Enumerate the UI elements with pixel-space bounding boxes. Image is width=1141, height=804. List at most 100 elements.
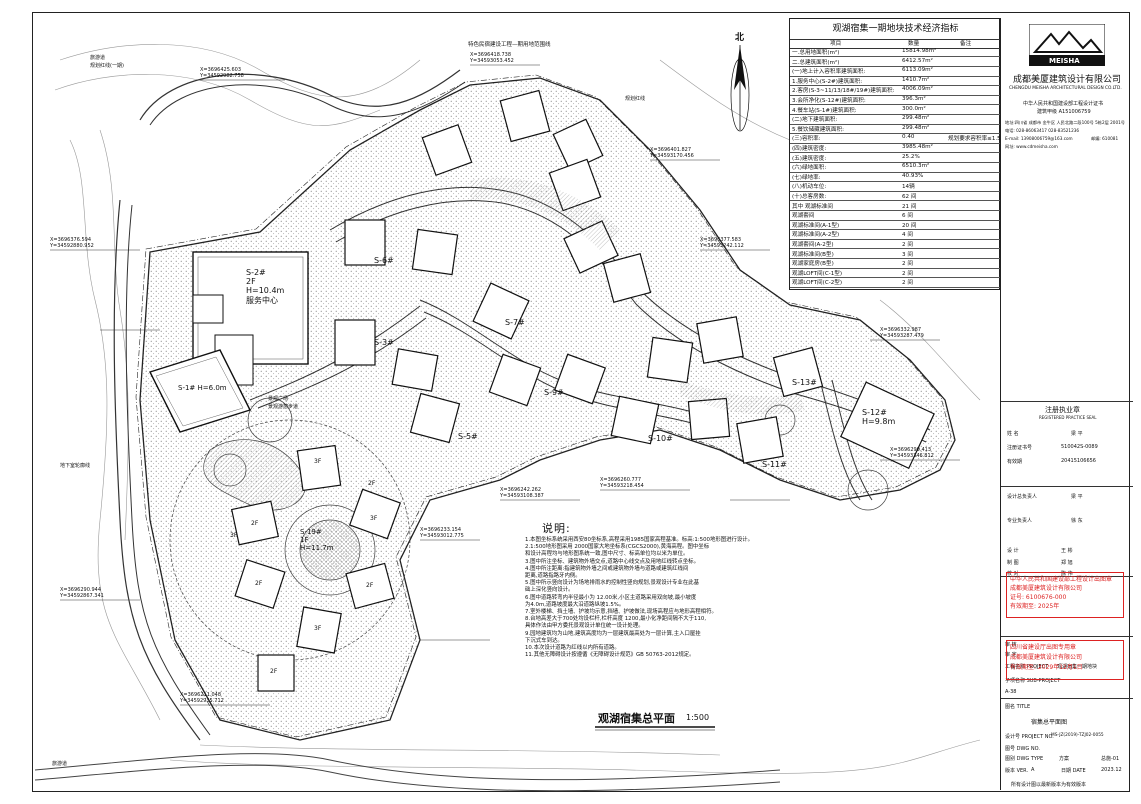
coord-leaders	[50, 64, 960, 706]
econ-qty: 20 间	[902, 222, 917, 229]
note-line: 1.本图坐标系统采用西安80坐标系,高程采用1985国家高程基准。标高:1:50…	[525, 537, 754, 543]
title-block: MEISHA 成都美厦建筑设计有限公司 CHENGDU MEISHA ARCHI…	[1000, 18, 1133, 790]
econ-row: (十)总客房数:62 间	[790, 192, 1001, 202]
project-panel: 审 核 审 定 工程名称 PROJECT 观湖宿集一期地块 子项名称 SUB-P…	[1001, 636, 1133, 698]
floor-label: 2F	[368, 480, 376, 487]
floor-label: 3F	[230, 532, 238, 539]
econ-row: 一.总用地面积(m²)15814.98m²	[790, 48, 1001, 58]
seal-panel: 注册执业章 REGISTERED PRACTICE SEAL 姓 名 梁 平 注…	[1001, 401, 1133, 486]
stamp-panel	[1001, 576, 1133, 636]
designer-label: 设 计	[1007, 548, 1019, 554]
terrain-contours	[54, 44, 981, 774]
road-label: 规划红线(一期)	[90, 63, 124, 69]
econ-item: 一.总用地面积(m²)	[792, 50, 840, 56]
reg-date-label: 有效期	[1007, 459, 1023, 465]
econ-item: 观湖标准间(B型)	[792, 251, 834, 258]
econ-item: 观湖标准间(A-2型)	[792, 232, 840, 239]
floor-label: 3F	[314, 458, 322, 465]
building-s13-label: S-13#	[792, 378, 817, 387]
company-logo	[1029, 24, 1105, 66]
econ-row: 观湖标准间(B型)3 间	[790, 250, 1001, 259]
floor-label: 3F	[370, 515, 378, 522]
name-label: 姓 名	[1007, 431, 1019, 437]
note-line: 2.1:500地形图采用 2000国家大地坐标系(CGCS2000),黄海高程。…	[525, 544, 710, 551]
building-s19-label: S-19# 1F H=11.7m	[300, 528, 334, 552]
note-line: 6.图中道路转弯内半径最小为 12.00米,小区主道路采用双向坡,最小坡度	[525, 594, 697, 601]
floor-label: 2F	[366, 582, 374, 589]
econ-row: (五)建筑密度:25.2%	[790, 154, 1001, 163]
note-line: 9.园地建筑均为山地,建筑高度均为一层建筑最高处为一层计算,主入口屋挂	[525, 630, 701, 637]
stamp-line: 成都美厦建筑设计有限公司	[1010, 585, 1083, 592]
econ-row: (七)绿地率:40.93%	[790, 173, 1001, 183]
note-line: 下沉式车到达。	[525, 637, 563, 644]
design-stamp: 中华人民共和国建设部工程设计出图章 成都美厦建筑设计有限公司 证号: 61006…	[1006, 572, 1124, 618]
coord-x: X=3696233.154	[420, 527, 462, 533]
company-email: E-mail: 13908006759@163.com	[1005, 136, 1073, 141]
project-no-label: 设计号 PROJECT NO.	[1005, 734, 1054, 740]
checker-sign: 陈 伟	[1061, 571, 1073, 576]
econ-row: 观湖标准间(A-1型) 20 间	[790, 221, 1001, 231]
econ-row: 观湖LOFT间(C-1型)2 间	[790, 269, 1001, 279]
dwg-type-value: 方案	[1059, 756, 1070, 762]
drawing-border	[32, 12, 1130, 792]
econ-row: (一)地上计入容积率建筑面积:6113.09m²	[790, 67, 1001, 77]
area-label: 景观广场	[268, 396, 289, 402]
stamp-line: 有效期至: 2025年	[1010, 603, 1060, 610]
project-no-value: MS-JZ(2019)-TZJ02-0055	[1051, 733, 1104, 738]
econ-qty: 396.3m²	[902, 96, 926, 102]
coord-y: Y=34592935.712	[180, 698, 224, 704]
econ-qty: 1410.7m²	[902, 76, 930, 83]
company-panel: MEISHA 成都美厦建筑设计有限公司 CHENGDU MEISHA ARCHI…	[1001, 18, 1133, 188]
seal-label: 注册执业章	[1045, 406, 1080, 414]
lower-road	[34, 753, 781, 781]
floor-label: 2F	[251, 520, 259, 527]
header-item: 项目	[830, 41, 842, 47]
design-head-label: 设计总负责人	[1007, 494, 1038, 500]
econ-row: (六)绿地面积:6510.3m²	[790, 163, 1001, 173]
drafter-label: 制 图	[1007, 560, 1019, 566]
lower-road-edge	[34, 764, 781, 792]
road-label: 地下室轮廓线	[60, 463, 91, 469]
econ-item: (六)绿地面积:	[792, 165, 827, 172]
econ-row: 5.餐饮储藏建筑面积:299.48m²	[790, 125, 1001, 135]
econ-row: (四)建筑密度:3985.48m²	[790, 144, 1001, 154]
footer-note: 所有设计图以最新版本为有效版本	[1011, 782, 1087, 788]
econ-item: (五)建筑密度:	[792, 155, 827, 162]
econ-item: 观湖套间	[792, 213, 815, 220]
econ-item: 2.客房(S-3~11/13/18#/19#)建筑面积:	[792, 88, 895, 95]
econ-item: (四)建筑密度:	[792, 146, 827, 152]
building-s3-label: S-3#	[374, 338, 394, 347]
note-line: 距离,道路指路牙内侧。	[525, 573, 581, 580]
pavement-hatch	[470, 177, 805, 415]
road-label: 规划红线	[625, 96, 646, 102]
coord-y: Y=34592880.952	[50, 243, 94, 249]
econ-qty: 2 间	[902, 280, 913, 287]
econ-qty: 2 间	[902, 242, 913, 248]
econ-qty: 300.0m²	[902, 105, 926, 112]
note-line: 为4.0m,道路坡度最大沿道路纵坡1.5%。	[525, 601, 625, 608]
road-label: 旅游道	[90, 55, 106, 61]
stamp-line: 证号: 6100676-000	[1010, 594, 1067, 601]
sub-project-label: 子项名称 SUB-PROJECT	[1005, 678, 1061, 684]
econ-row: 观湖家庭房(B型)2 间	[790, 259, 1001, 269]
economic-indicators-table: 观湖宿集一期地块技术经济指标 项目 数量 备注 一.总用地面积(m²)15814…	[789, 18, 1001, 290]
coord-y: Y=34593170.456	[650, 153, 694, 159]
drawing-title-label: 图名 TITLE	[1005, 704, 1031, 710]
econ-item: (七)绿地率:	[792, 174, 821, 181]
coord-y: Y=34593218.454	[600, 483, 644, 489]
north-arrow	[730, 45, 750, 132]
econ-qty: 4006.09m²	[902, 86, 933, 93]
company-cert-no: 建筑甲级 A151006759	[1037, 109, 1091, 115]
company-name-en: CHENGDU MEISHA ARCHITECTURAL DESIGN CO.L…	[1009, 86, 1122, 91]
building-s19	[230, 444, 402, 692]
econ-row: 观湖标准间(A-2型)4 间	[790, 230, 1001, 240]
coord-x: X=3696376.594	[50, 237, 92, 243]
building-s2-label: S-2# 2F H=10.4m 服务中心	[246, 268, 285, 305]
drawing-info-panel: 图名 TITLE 宿集总平面图 设计号 PROJECT NO. MS-JZ(20…	[1001, 698, 1133, 790]
ver-label: 版本 VER.	[1005, 768, 1029, 774]
plan-title: 观湖宿集总平面	[598, 712, 675, 725]
notes-title: 说明:	[542, 522, 571, 535]
econ-item: 观湖标准间(A-1型)	[792, 222, 840, 229]
building-s8-label: S-7#	[505, 318, 525, 327]
building-s11-label: S-11#	[762, 460, 787, 469]
